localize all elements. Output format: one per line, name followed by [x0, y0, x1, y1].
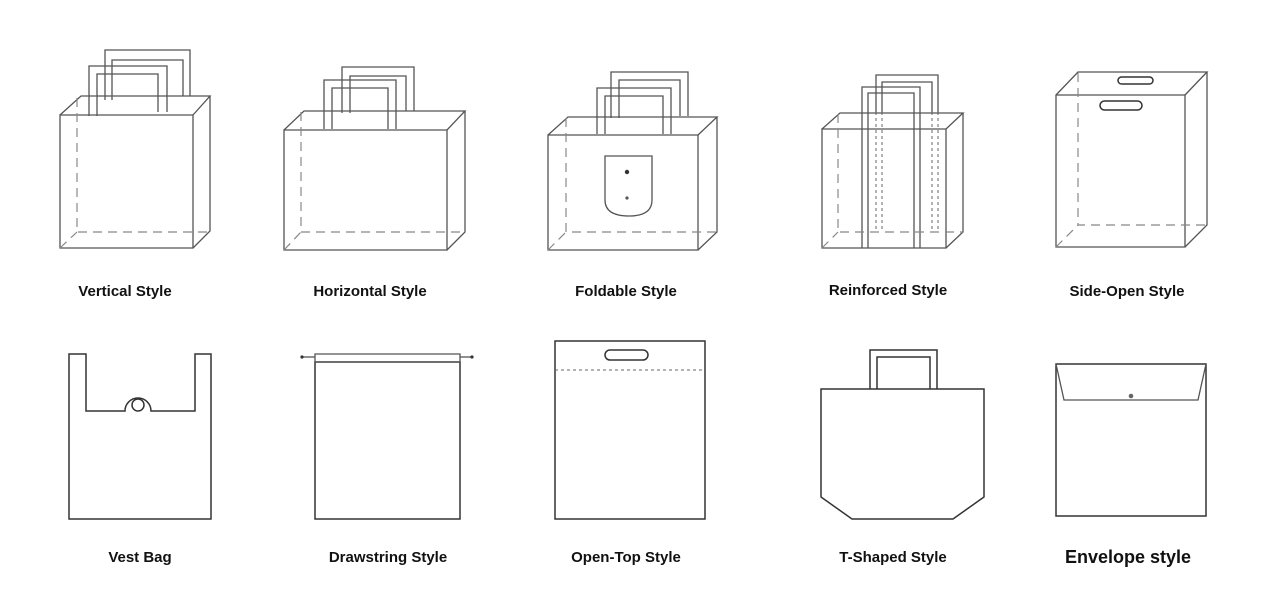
style-label: Drawstring Style: [328, 549, 448, 566]
horizontal-bag-icon: [0, 0, 480, 260]
style-label: Vertical Style: [78, 283, 172, 300]
foldable-bag-icon: [0, 0, 740, 260]
style-label: Envelope style: [1064, 547, 1192, 567]
vertical-bag-icon: [0, 0, 250, 260]
vest-bag-icon: [0, 0, 250, 540]
style-label: Reinforced Style: [828, 282, 948, 299]
open-top-bag-icon: [0, 0, 740, 540]
style-label: Open-Top Style: [571, 549, 681, 566]
style-label: Vest Bag: [108, 549, 172, 566]
drawstring-bag-icon: [300, 0, 474, 540]
envelope-bag-icon: [0, 0, 1240, 540]
side-open-bag-icon: [0, 0, 1240, 260]
style-label: Foldable Style: [575, 283, 677, 300]
t-shaped-bag-icon: [0, 0, 990, 540]
style-label: Horizontal Style: [313, 283, 427, 300]
reinforced-bag-icon: [0, 0, 990, 260]
style-label: T-Shaped Style: [839, 549, 947, 566]
style-label: Side-Open Style: [1069, 283, 1185, 300]
